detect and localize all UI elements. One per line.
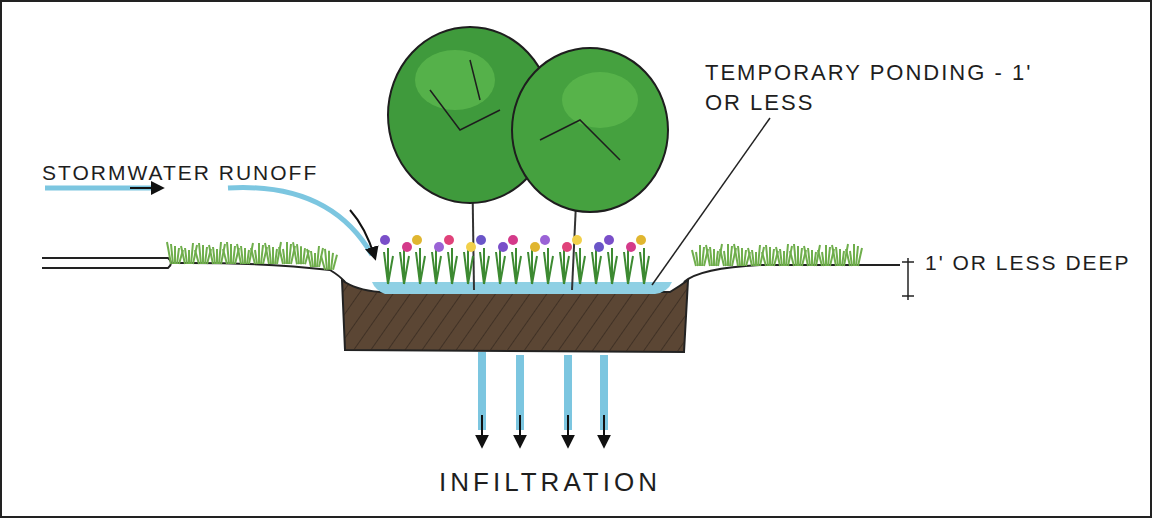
soil-layer bbox=[342, 280, 688, 352]
infiltration-arrows bbox=[482, 352, 604, 446]
annotation-label: STORMWATER RUNOFF bbox=[42, 160, 362, 186]
runoff-arrowhead bbox=[350, 210, 375, 258]
annotation-label: 1' OR LESS DEEP bbox=[925, 250, 1145, 276]
annotation-label: TEMPORARY PONDING - 1' OR LESS bbox=[705, 58, 1050, 118]
annotation-label: INFILTRATION bbox=[400, 466, 700, 499]
soil-hatch bbox=[342, 280, 688, 352]
pipe bbox=[42, 258, 171, 268]
flowering-plants bbox=[380, 235, 649, 284]
leader-line bbox=[652, 118, 770, 285]
depth-dimension bbox=[902, 258, 914, 300]
runoff-arrowhead bbox=[130, 187, 162, 189]
runoff-arrow bbox=[228, 188, 372, 255]
tree-canopy bbox=[388, 27, 668, 212]
